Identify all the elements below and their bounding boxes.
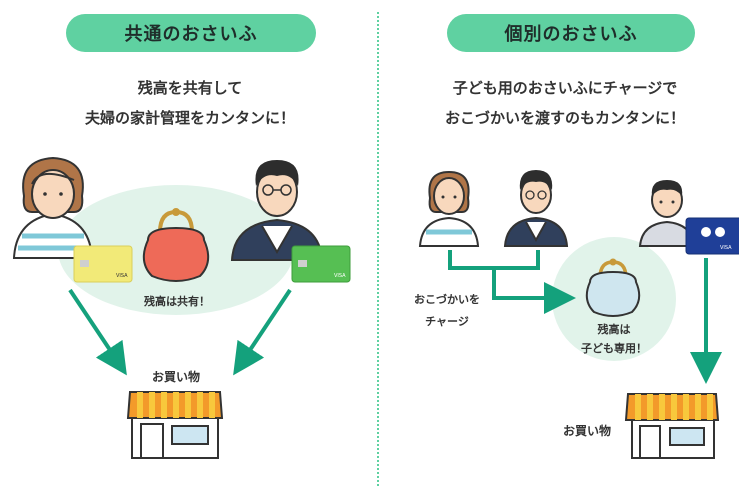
left-shop-icon — [126, 391, 224, 459]
right-description-line-2: おこづかいを渡すのもカンタンに！ — [444, 109, 685, 127]
right-shop-icon — [624, 393, 720, 459]
charge-label: おこづかいを チャージ — [402, 289, 492, 333]
left-arrow-man-to-shop — [233, 288, 292, 376]
green-card-brand: VISA — [334, 273, 346, 279]
right-description: 子ども用のおさいふにチャージで おこづかいを渡すのもカンタンに！ — [405, 73, 725, 133]
yellow-card-brand: VISA — [116, 273, 128, 279]
charge-label-line-2: チャージ — [425, 315, 469, 328]
right-description-line-1: 子ども用のおさいふにチャージで — [452, 79, 678, 97]
section-divider — [377, 12, 379, 486]
left-shop-label: お買い物 — [151, 370, 200, 384]
red-purse-icon — [142, 208, 210, 282]
left-description: 残高を共有して 夫婦の家計管理をカンタンに！ — [40, 73, 340, 133]
left-arrow-woman-to-shop — [68, 288, 127, 376]
blue-card-icon: VISA — [685, 217, 739, 255]
child-icon — [638, 180, 696, 247]
mother-icon — [418, 170, 480, 247]
left-header: 共通のおさいふ — [66, 14, 316, 52]
child-wallet-label: 残高は 子ども専用！ — [574, 320, 654, 358]
green-card-icon: VISA — [291, 245, 351, 283]
blue-card-brand: VISA — [720, 245, 732, 251]
left-description-line-1: 残高を共有して — [137, 79, 243, 97]
yellow-card-icon: VISA — [73, 245, 133, 283]
right-shop-label: お買い物 — [562, 424, 611, 438]
woman-icon — [12, 156, 94, 259]
left-wallet-label: 残高は共有！ — [144, 295, 210, 308]
left-description-line-2: 夫婦の家計管理をカンタンに！ — [84, 109, 295, 127]
charge-connector-line — [448, 250, 560, 298]
child-wallet-label-line-1: 残高は — [597, 323, 631, 336]
blue-purse-icon — [585, 258, 641, 317]
father-icon — [503, 170, 569, 247]
charge-label-line-1: おこづかいを — [414, 293, 480, 306]
child-wallet-label-line-2: 子ども専用！ — [581, 342, 647, 355]
right-header: 個別のおさいふ — [447, 14, 695, 52]
